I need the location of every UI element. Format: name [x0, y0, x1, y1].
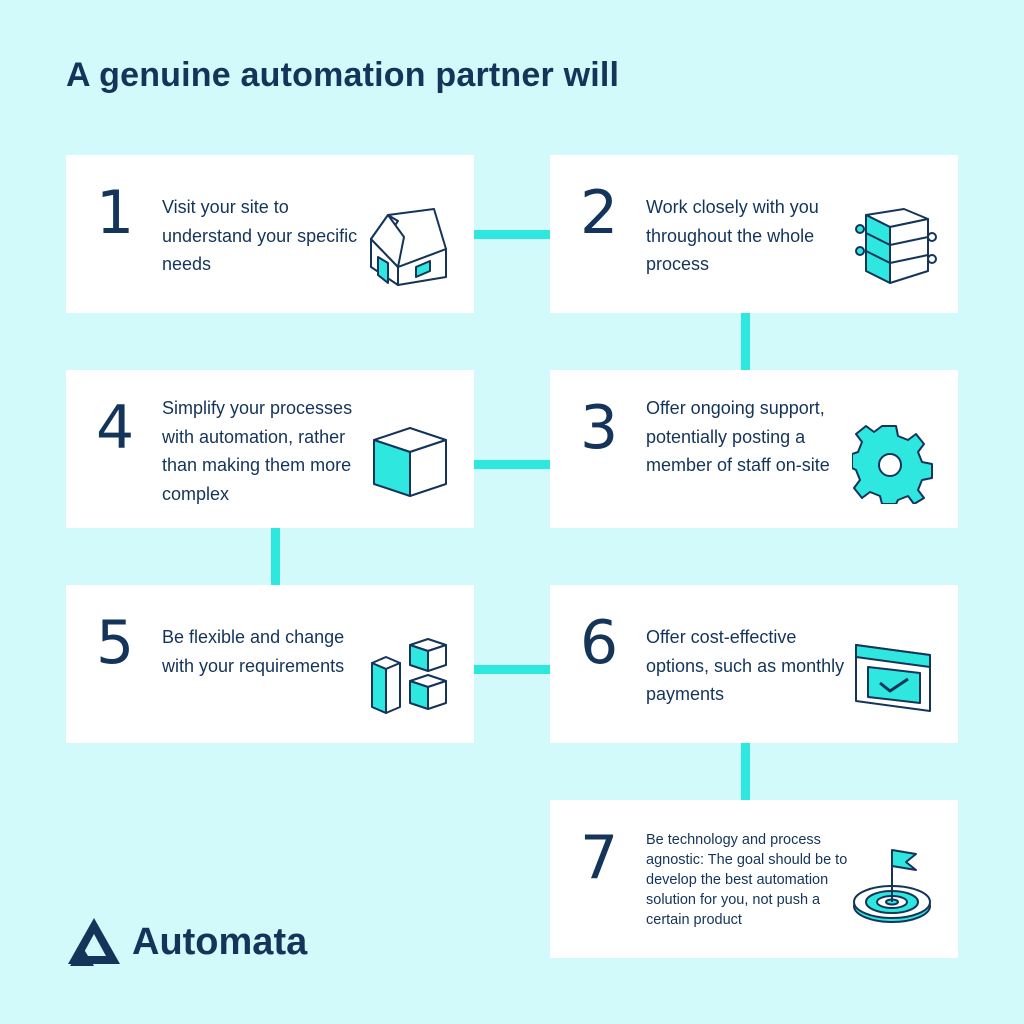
step-card-6: 6 Offer cost-effective options, such as … — [550, 585, 958, 743]
gear-icon — [852, 425, 933, 504]
step-card-5: 5 Be flexible and change with your requi… — [66, 585, 474, 743]
step-card-2: 2 Work closely with you throughout the w… — [550, 155, 958, 313]
step-text: Work closely with you throughout the who… — [646, 197, 819, 274]
target-flag-icon — [853, 849, 931, 923]
cube-icon — [373, 427, 447, 497]
step-text: Offer cost-effective options, such as mo… — [646, 627, 845, 704]
step-text: Simplify your processes with automation,… — [162, 398, 353, 504]
step-number: 3 — [580, 393, 619, 463]
connector-3-4 — [474, 460, 550, 469]
step-card-3: 3 Offer ongoing support, potentially pos… — [550, 370, 958, 528]
connector-6-7 — [741, 742, 750, 800]
connector-5-6 — [474, 665, 550, 674]
step-text: Offer ongoing support, potentially posti… — [646, 398, 830, 475]
step-card-4: 4 Simplify your processes with automatio… — [66, 370, 474, 528]
logo-text: Automata — [132, 920, 308, 963]
brand-logo: Automata — [66, 916, 307, 968]
page-title: A genuine automation partner will — [66, 56, 620, 94]
step-text: Be flexible and change with your require… — [162, 627, 345, 676]
connector-4-5 — [271, 527, 280, 585]
step-number: 1 — [96, 178, 135, 248]
blocks-icon — [371, 638, 447, 714]
step-card-7: 7 Be technology and process agnostic: Th… — [550, 800, 958, 958]
step-card-1: 1 Visit your site to understand your spe… — [66, 155, 474, 313]
step-number: 6 — [580, 608, 619, 678]
calendar-check-icon — [855, 644, 931, 712]
step-number: 5 — [96, 608, 135, 678]
step-number: 7 — [580, 823, 619, 893]
connector-2-3 — [741, 312, 750, 370]
step-text: Be technology and process agnostic: The … — [646, 832, 848, 928]
automata-logo-icon — [68, 918, 120, 966]
step-text: Visit your site to understand your speci… — [162, 197, 358, 274]
puzzle-cube-icon — [855, 208, 937, 284]
step-number: 4 — [96, 393, 135, 463]
step-number: 2 — [580, 178, 619, 248]
connector-1-2 — [474, 230, 550, 239]
house-icon — [370, 208, 447, 286]
